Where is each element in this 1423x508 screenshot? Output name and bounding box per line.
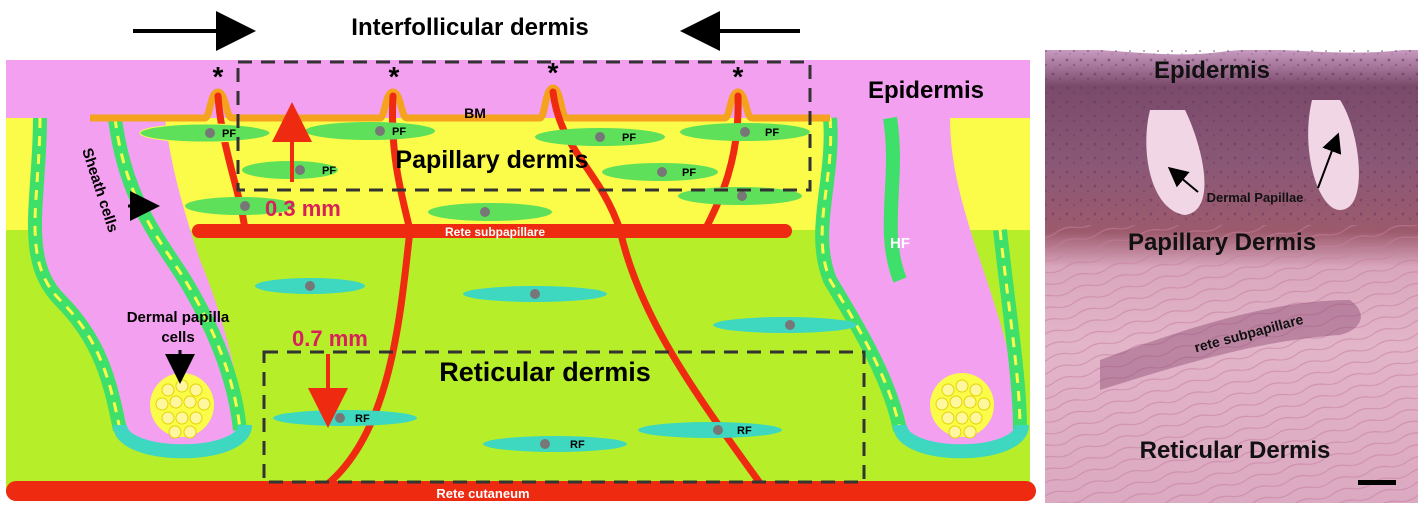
histo-reticular-dermis-label: Reticular Dermis [1140, 437, 1331, 464]
histology-image: Epidermis Dermal Papillae Papillary Derm… [1045, 48, 1418, 503]
asterisk-marker: * [213, 61, 224, 92]
fibroblast-rf: RF [273, 410, 417, 426]
reticular-dermis-label: Reticular dermis [439, 357, 651, 387]
epidermis-label: Epidermis [868, 77, 984, 104]
pf-label: PF [222, 128, 236, 140]
fibroblast-pf: PF [602, 163, 718, 181]
dermal-papilla-cells-label-2: cells [161, 329, 194, 346]
pf-label: PF [682, 167, 696, 179]
scale-bar [1358, 480, 1396, 485]
fibroblast-pf: PF [535, 128, 665, 146]
histo-dermal-papillae-label: Dermal Papillae [1207, 190, 1304, 205]
diagram-title: Interfollicular dermis [351, 14, 588, 41]
pf-label: PF [622, 132, 636, 144]
fibroblast-pf: PF [140, 124, 270, 142]
asterisk-marker: * [389, 61, 400, 92]
rf-label: RF [737, 425, 752, 437]
dermal-papilla-cells-label: Dermal papilla [127, 309, 230, 326]
schematic-diagram: PF PF PF PF PF [6, 14, 1036, 501]
reticular-depth-label: 0.7 mm [292, 326, 368, 351]
fibroblast-rf: RF [638, 422, 782, 438]
fibroblast-pf: PF [305, 122, 435, 140]
rf-label: RF [355, 413, 370, 425]
rete-cutaneum-label: Rete cutaneum [436, 486, 529, 501]
papillary-depth-label: 0.3 mm [265, 196, 341, 221]
rete-subpapillare-label: Rete subpapillare [445, 225, 545, 239]
hf-label: HF [890, 235, 910, 252]
asterisk-marker: * [548, 57, 559, 88]
bm-label: BM [464, 105, 486, 121]
papillary-dermis-label: Papillary dermis [395, 146, 588, 174]
fibroblast-rf: RF [483, 436, 627, 452]
fibroblast-pf: PF [680, 123, 810, 141]
pf-label: PF [322, 165, 336, 177]
histo-papillary-dermis-label: Papillary Dermis [1128, 229, 1316, 256]
pf-label: PF [392, 126, 406, 138]
pf-label: PF [765, 127, 779, 139]
rf-label: RF [570, 439, 585, 451]
histo-epidermis-label: Epidermis [1154, 57, 1270, 84]
asterisk-marker: * [733, 61, 744, 92]
